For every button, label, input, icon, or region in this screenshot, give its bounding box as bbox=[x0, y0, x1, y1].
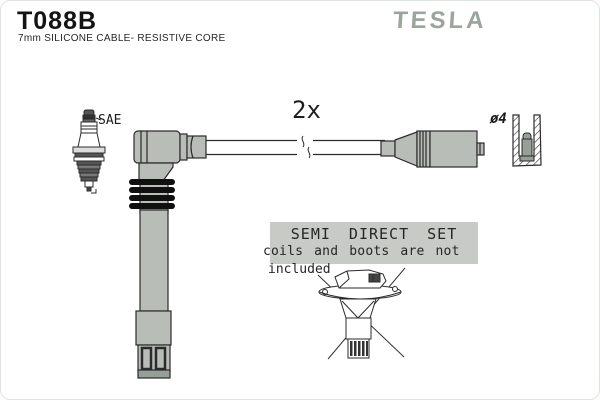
sae-label: SAE bbox=[98, 113, 122, 128]
coil-ribbed-tip bbox=[350, 341, 368, 356]
info-box: SEMI DIRECT SET bbox=[270, 222, 478, 264]
terminal-socket-drawing bbox=[512, 114, 542, 167]
ignition-cable-drawing bbox=[204, 135, 385, 159]
quantity-label: 2x bbox=[292, 96, 321, 124]
info-box-title: SEMI DIRECT SET bbox=[290, 225, 458, 243]
part-number: T088B bbox=[17, 7, 98, 35]
boot-ribs bbox=[129, 179, 175, 209]
plug-terminal-icon bbox=[519, 132, 535, 162]
tesla-brand-logo: TESLA bbox=[392, 7, 488, 34]
spark-plug-icon bbox=[72, 109, 106, 194]
ignition-coil-drawing bbox=[317, 267, 406, 360]
cable-spec-subtitle: 7mm SILICONE CABLE- RESISTIVE CORE bbox=[18, 33, 226, 44]
angled-boot-drawing bbox=[129, 130, 207, 379]
straight-boot-drawing bbox=[380, 130, 485, 168]
info-box-subtitle: coils and boots are not bbox=[263, 244, 460, 259]
info-box-continuation: included bbox=[268, 262, 331, 277]
cable-break-mark bbox=[301, 135, 311, 159]
diameter-label: ø4 bbox=[490, 111, 507, 127]
